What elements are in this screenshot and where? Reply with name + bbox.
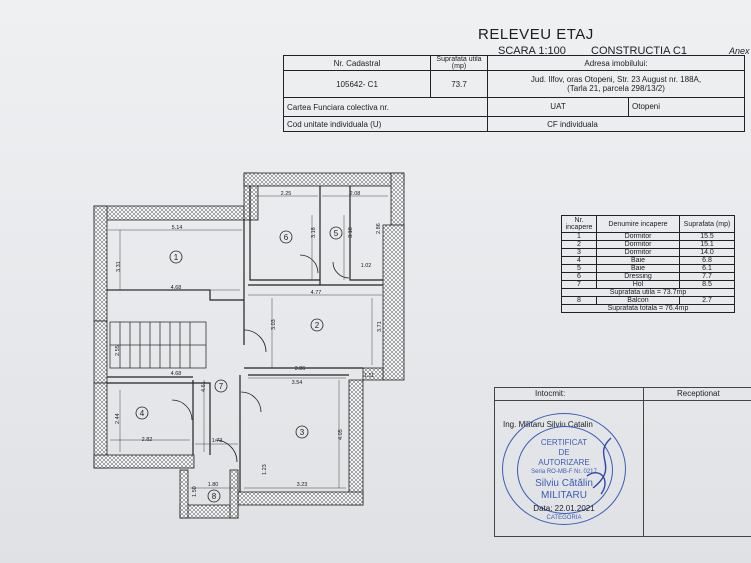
scale-label: SCARA 1:100 <box>498 45 566 57</box>
rooms-table: Nr. incapere Denumire incapere Suprafata… <box>561 215 735 313</box>
dim-label: 1.50 <box>192 486 198 497</box>
dim-label: 3.18 <box>348 227 354 238</box>
stamp-line-6: MILITARU <box>541 490 587 501</box>
stamp-ring-text: CATEGORIA <box>546 515 582 521</box>
interior-walls <box>107 186 383 492</box>
receptionat-label: Receptionat <box>677 389 720 398</box>
dim-label: 1.02 <box>361 263 372 269</box>
room-label-5: 5 <box>334 229 339 238</box>
dim-label: 3.18 <box>311 227 317 238</box>
room-label-6: 6 <box>284 233 289 242</box>
cf-individuala-label: CF individuala <box>487 116 745 132</box>
anexa-label: Anex <box>729 46 750 56</box>
dim-label: 3.23 <box>297 482 308 488</box>
dim-label: 4.68 <box>171 285 182 291</box>
intocmit-label: Intocmit: <box>535 389 566 398</box>
door-swings <box>171 254 350 463</box>
dim-label: 4.77 <box>311 290 322 296</box>
dim-label: 3.31 <box>116 261 122 272</box>
room-label-1: 1 <box>174 253 179 262</box>
dim-label: 2.55 <box>115 345 121 356</box>
room-label-7: 7 <box>219 382 224 391</box>
signature-divider-vertical <box>643 400 644 536</box>
exterior-walls <box>93 172 405 519</box>
room-label-8: 8 <box>212 492 217 501</box>
dim-label: 4.61 <box>201 381 207 392</box>
room-label-4: 4 <box>140 409 145 418</box>
dim-label: 1.11 <box>364 373 374 379</box>
dim-label: 1.73 <box>212 438 223 444</box>
dim-label: 1.23 <box>262 464 268 475</box>
stamp-inner-ring <box>517 426 613 514</box>
dim-label: 2.86 <box>376 223 382 234</box>
staircase <box>109 321 207 369</box>
dim-label: 2.08 <box>350 191 361 197</box>
stamp-line-1: CERTIFICAT <box>540 438 588 447</box>
dim-label: 2.25 <box>281 191 292 197</box>
uat-label: UAT <box>550 102 566 111</box>
uat-value: Otopeni <box>628 98 744 116</box>
stamp-line-2: DE <box>558 448 570 457</box>
document-title: RELEVEU ETAJ <box>478 26 594 43</box>
dim-label: 3.86 <box>295 366 306 372</box>
grand-total: Suprafata totala = 76.4mp <box>561 304 735 313</box>
dim-label: 3.54 <box>292 380 303 386</box>
authorization-stamp: CERTIFICAT DE AUTORIZARE Seria RO-MB-F N… <box>502 413 626 525</box>
signature-header: Intocmit: Receptionat <box>495 388 751 401</box>
stamp-line-4: Seria RO-MB-F Nr. 0217 <box>531 469 597 475</box>
surface-value: 73.7 <box>430 70 488 98</box>
stamp-line-3: AUTORIZARE <box>538 458 590 467</box>
stamp-line-5: Silviu Cătălin <box>535 478 593 489</box>
dimension-lines <box>108 195 388 489</box>
stamp-line-7: Data: 22.01.2021 <box>533 504 595 513</box>
room-label-3: 3 <box>300 428 305 437</box>
dim-label: 1.80 <box>208 482 219 488</box>
construction-label: CONSTRUCTIA C1 <box>591 45 687 57</box>
dim-label: 2.82 <box>142 437 153 443</box>
room-markers <box>135 226 343 503</box>
room-label-2: 2 <box>315 321 320 330</box>
signature-divider <box>643 388 644 400</box>
signature-scribble-icon <box>586 437 612 495</box>
room-number-labels: 1 2 3 4 5 6 7 8 <box>140 229 339 501</box>
dim-label: 5.14 <box>172 225 183 231</box>
address-line-2: (Tarla 21, parcela 298/13/2) <box>567 84 665 93</box>
dim-label: 3.03 <box>271 319 277 330</box>
cadastral-value: 105642- C1 <box>283 70 431 98</box>
address-line-1: Jud. Ilfov, oras Otopeni, Str. 23 August… <box>530 75 702 84</box>
property-info-table: Nr. Cadastral Suprafata utila (mp) Adres… <box>283 55 745 132</box>
dim-label: 3.71 <box>377 321 383 332</box>
dim-label: 4.68 <box>171 371 182 377</box>
dim-label: 4.05 <box>338 429 344 440</box>
dim-label: 2.44 <box>115 413 121 424</box>
dimension-labels: 5.14 2.25 2.08 4.68 4.77 1.02 3.86 4.68 … <box>115 191 383 497</box>
